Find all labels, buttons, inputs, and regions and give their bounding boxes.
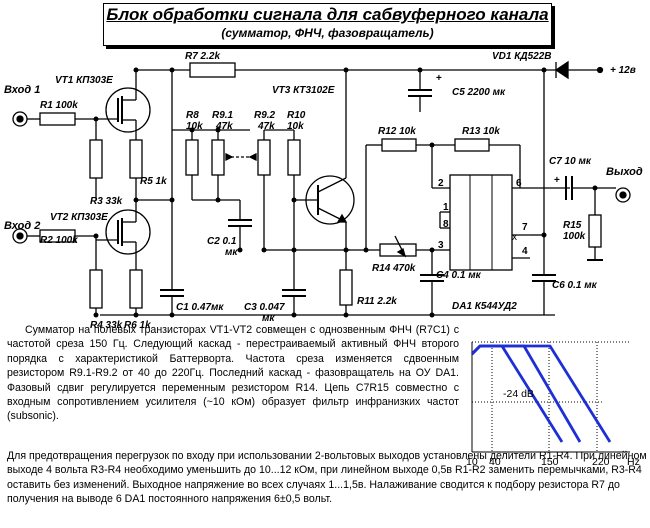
label-vt2: VT2 КП303Е bbox=[50, 212, 108, 223]
label-c5: C5 2200 мк bbox=[452, 87, 506, 98]
curve-high bbox=[471, 344, 612, 443]
resistor-r9-2 bbox=[257, 139, 271, 176]
output-jack bbox=[615, 187, 631, 203]
label-vt1: VT1 КП303Е bbox=[55, 75, 113, 86]
label-r10-val: 10k bbox=[287, 121, 304, 132]
resistor-r4 bbox=[89, 269, 103, 309]
description-paragraph-2: Для предотвращения перегрузок по входу п… bbox=[7, 450, 647, 506]
label-r12: R12 10k bbox=[378, 126, 416, 137]
label-c3-unit: мк bbox=[262, 313, 275, 324]
resistor-r10 bbox=[287, 139, 301, 176]
label-r14: R14 470k bbox=[372, 263, 416, 274]
label-r15-val: 100k bbox=[563, 231, 586, 242]
label-pin8: 8 bbox=[443, 219, 449, 230]
circuit-schematic: x bbox=[12, 60, 631, 318]
label-pin6: 6 bbox=[516, 178, 522, 189]
page-title: Блок обработки сигнала для сабвуферного … bbox=[106, 5, 549, 24]
graph-tick-220: 220 bbox=[592, 456, 610, 468]
label-r7: R7 2.2k bbox=[185, 51, 221, 62]
input2-label: Вход 2 bbox=[4, 220, 41, 232]
title-box: Блок обработки сигнала для сабвуферного … bbox=[103, 3, 552, 46]
label-plus-c7: + bbox=[554, 175, 560, 186]
transistor-vt1 bbox=[105, 87, 151, 133]
diode-vd1 bbox=[554, 60, 569, 80]
label-pin4: 4 bbox=[522, 246, 528, 257]
resistor-r3 bbox=[89, 139, 103, 179]
label-r92-val: 47k bbox=[258, 121, 275, 132]
graph-tick-10: 10 bbox=[466, 456, 478, 468]
label-r13: R13 10k bbox=[462, 126, 500, 137]
label-pin1: 1 bbox=[443, 202, 449, 213]
resistor-r1 bbox=[39, 112, 76, 126]
label-r8-name: R8 bbox=[186, 110, 199, 121]
label-r15-name: R15 bbox=[563, 220, 582, 231]
resistor-r14 bbox=[379, 243, 417, 257]
label-c3-name: C3 0.047 bbox=[244, 302, 285, 313]
transistor-vt2 bbox=[105, 209, 151, 255]
description-paragraph-1: Сумматор на полевых транзисторах VT1-VT2… bbox=[7, 323, 459, 424]
label-c1: C1 0.47мк bbox=[176, 302, 224, 313]
label-r11: R11 2.2k bbox=[357, 296, 397, 307]
label-vt3: VT3 КТ3102Е bbox=[272, 85, 335, 96]
label-r2: R2 100k bbox=[40, 235, 78, 246]
resistor-r7 bbox=[189, 62, 236, 78]
resistor-r9-1 bbox=[211, 139, 225, 176]
graph-tick-40: 40 bbox=[489, 456, 501, 468]
graph-tick-150: 150 bbox=[541, 456, 559, 468]
resistor-r11 bbox=[339, 269, 353, 306]
label-r4: R4 33k bbox=[90, 320, 123, 331]
label-pin2: 2 bbox=[438, 178, 444, 189]
input1-label: Вход 1 bbox=[4, 84, 41, 96]
label-r10-name: R10 bbox=[287, 110, 306, 121]
resistor-r15 bbox=[588, 214, 602, 248]
graph-annotation: -24 dB bbox=[503, 388, 534, 400]
label-pin7: 7 bbox=[522, 222, 528, 233]
label-c4: C4 0.1 мк bbox=[436, 270, 481, 281]
resistor-r13 bbox=[454, 138, 490, 152]
description-text-1: Сумматор на полевых транзисторах VT1-VT2… bbox=[7, 324, 459, 423]
label-r3: R3 33k bbox=[90, 196, 123, 207]
label-r6: R6 1k bbox=[124, 320, 151, 331]
label-pin3: 3 bbox=[438, 240, 444, 251]
label-r5: R5 1k bbox=[140, 176, 167, 187]
label-r91-name: R9.1 bbox=[212, 110, 234, 121]
resistor-r6 bbox=[129, 269, 143, 309]
label-c2-name: C2 0.1 bbox=[207, 236, 237, 247]
svg-text:x: x bbox=[512, 232, 517, 243]
label-r91-val: 47k bbox=[216, 121, 233, 132]
label-da1: DA1 К544УД2 bbox=[452, 301, 517, 312]
resistor-r8 bbox=[185, 139, 199, 176]
frequency-response-graph bbox=[471, 341, 630, 453]
label-r8-val: 10k bbox=[186, 121, 203, 132]
label-c2-unit: мк bbox=[225, 247, 238, 258]
label-r92-name: R9.2 bbox=[254, 110, 276, 121]
label-vd1: VD1 КД522В bbox=[492, 51, 552, 62]
label-c6: C6 0.1 мк bbox=[552, 280, 597, 291]
label-c7: C7 10 мк bbox=[549, 156, 591, 167]
resistor-r12 bbox=[381, 138, 417, 152]
label-plus-c5: + bbox=[436, 73, 442, 84]
page-subtitle: (сумматор, ФНЧ, фазовращатель) bbox=[221, 26, 434, 40]
label-supply: + 12в bbox=[610, 65, 636, 76]
graph-tick-hz: Hz bbox=[627, 456, 640, 468]
label-r1: R1 100k bbox=[40, 100, 78, 111]
output-label: Выход bbox=[606, 166, 643, 178]
opamp-da1 bbox=[449, 174, 513, 271]
resistor-r5 bbox=[129, 139, 143, 179]
